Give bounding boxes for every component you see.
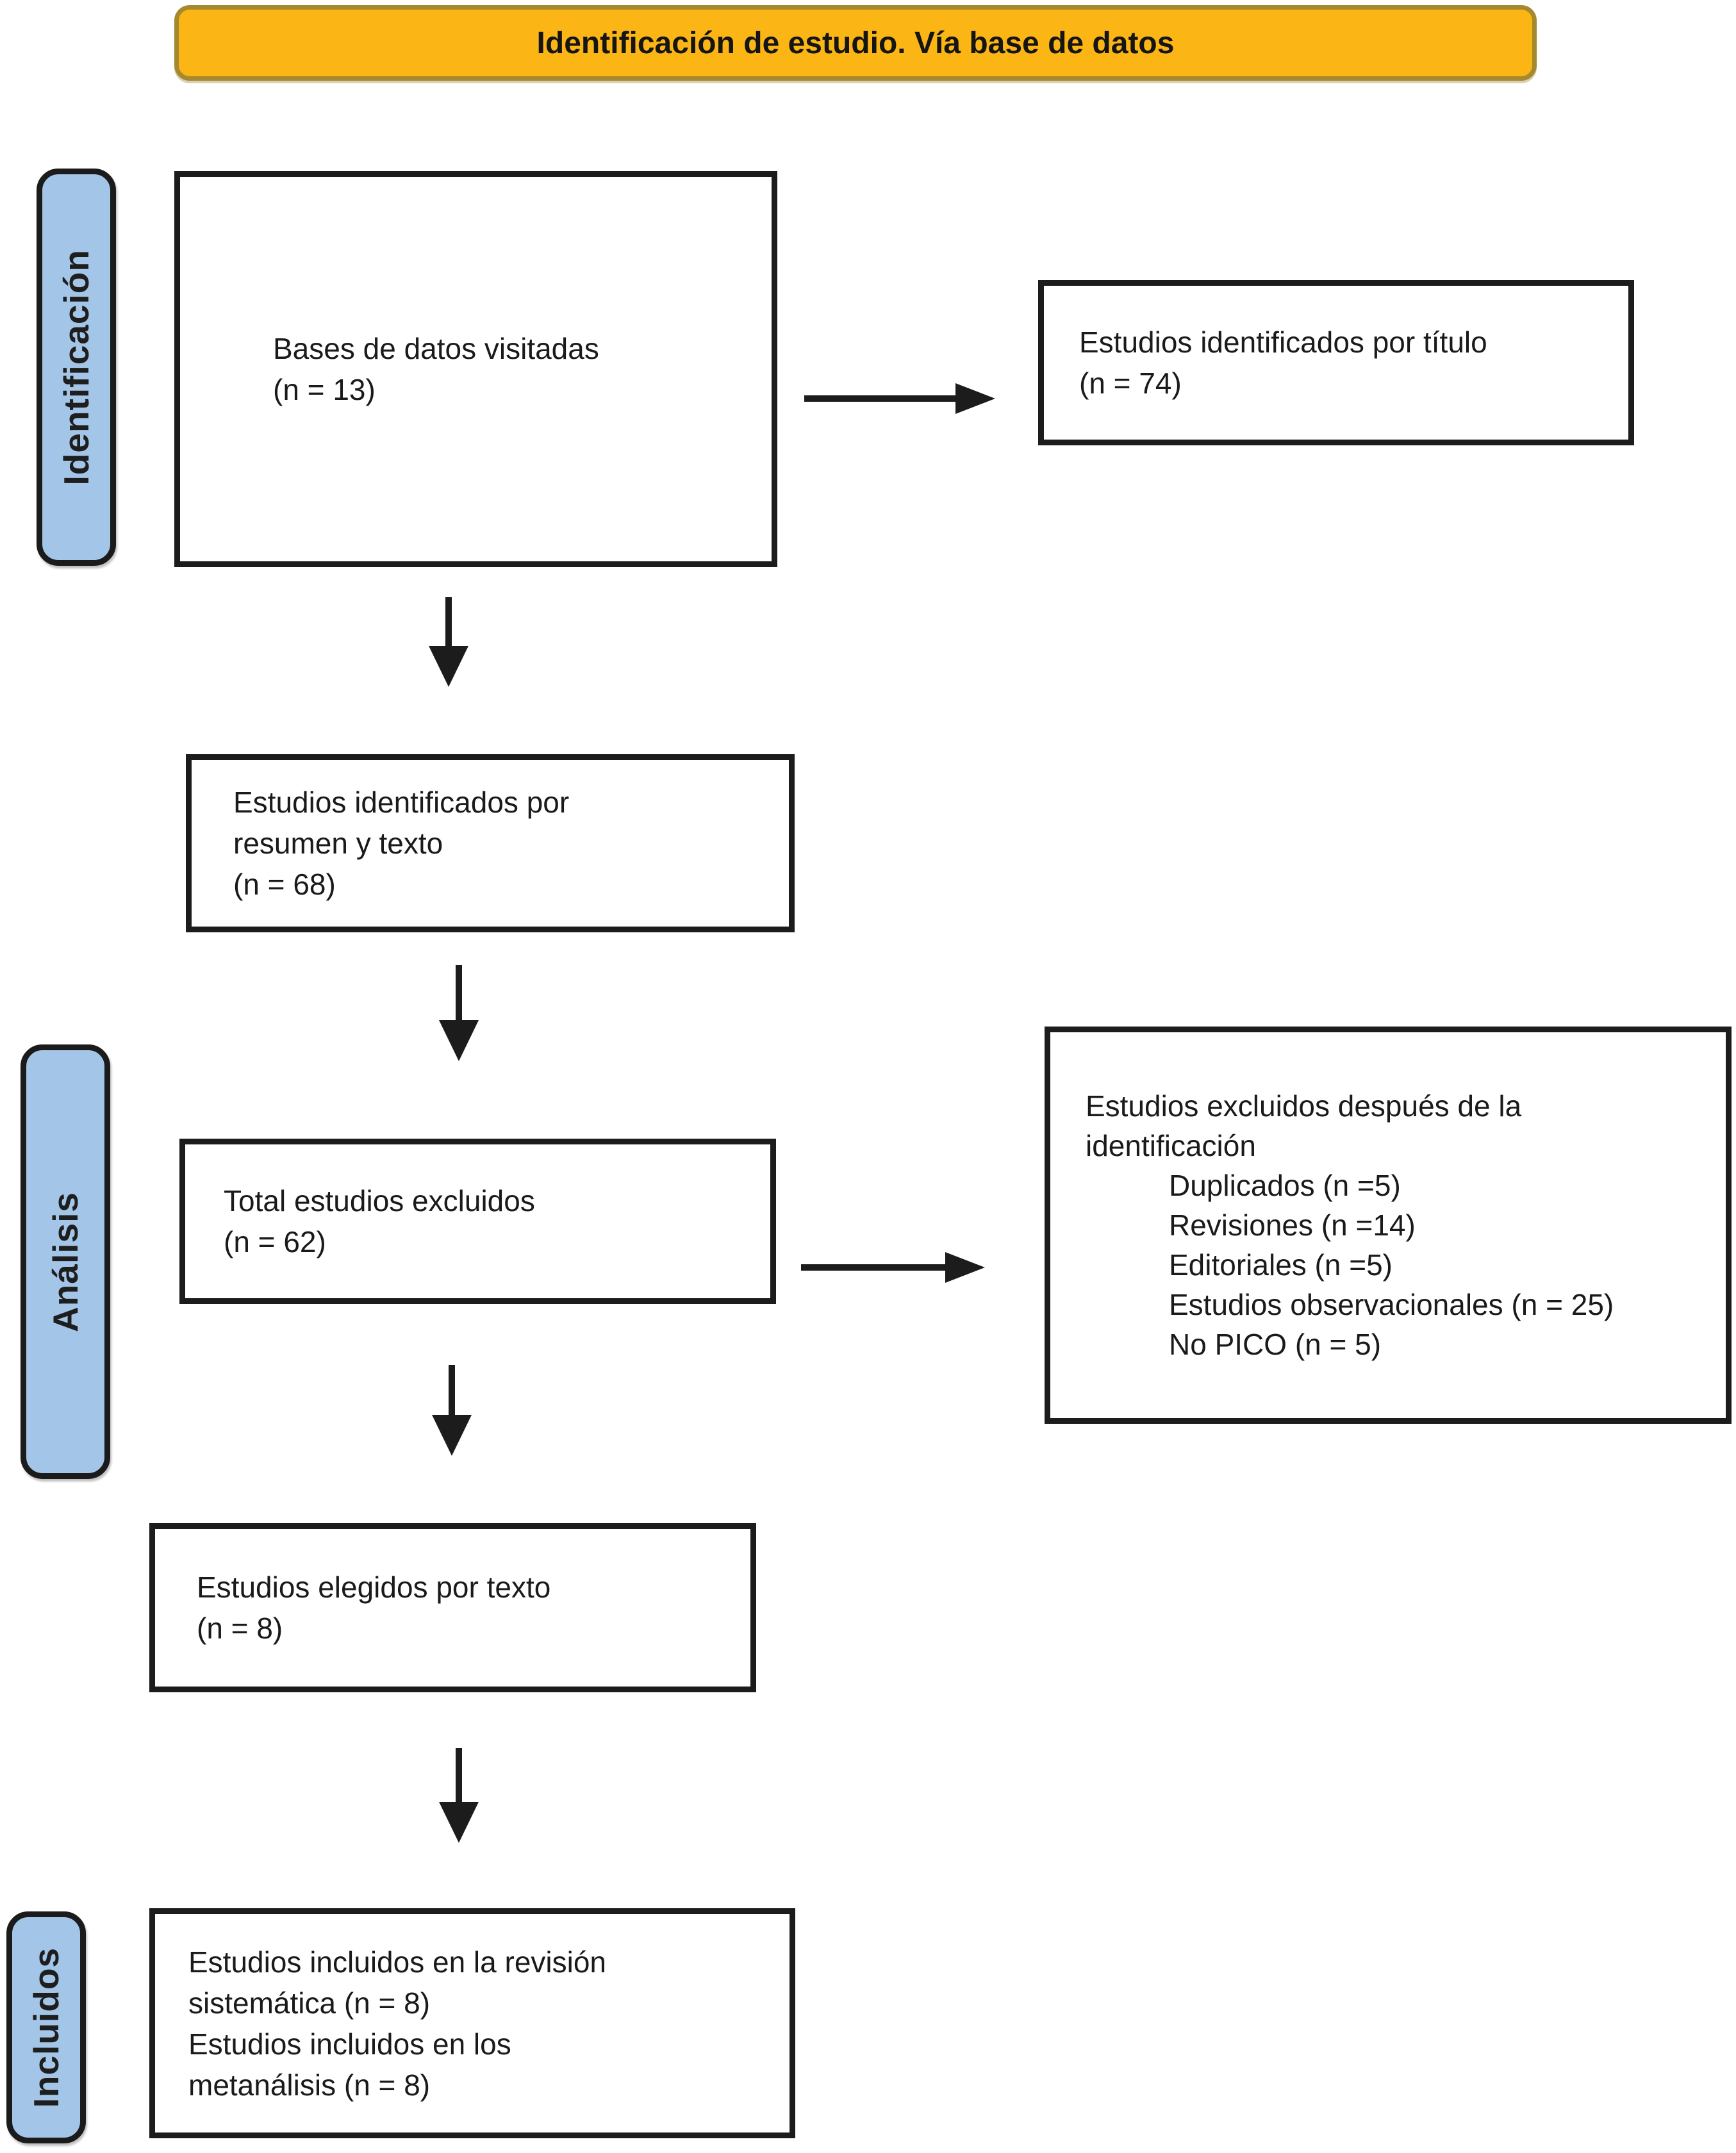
arrow-stem	[449, 1365, 455, 1415]
box-included-studies-line3: Estudios incluidos en los	[188, 2027, 511, 2061]
arrow-right-icon	[804, 383, 995, 414]
stage-tab-incluidos-label: Incluidos	[26, 1947, 66, 2108]
box-identified-by-title-line1: Estudios identificados por título	[1079, 326, 1487, 359]
arrow-down-icon	[432, 1365, 472, 1456]
box-identified-by-abstract-line2: resumen y texto	[233, 827, 443, 860]
stage-tab-identificacion-label: Identificación	[56, 249, 96, 486]
box-excluded-after-identification: Estudios excluidos después de la identif…	[1045, 1027, 1732, 1424]
box-excluded-heading-line1: Estudios excluidos después de la	[1086, 1089, 1522, 1123]
title-banner-label: Identificación de estudio. Vía base de d…	[536, 26, 1175, 60]
stage-tab-incluidos: Incluidos	[6, 1911, 86, 2143]
box-identified-by-abstract-count: (n = 68)	[233, 868, 336, 901]
box-included-studies-line1: Estudios incluidos en la revisión	[188, 1945, 607, 1979]
box-databases-visited: Bases de datos visitadas (n = 13)	[174, 171, 777, 567]
box-included-studies: Estudios incluidos en la revisión sistem…	[149, 1908, 795, 2138]
stage-tab-identificacion: Identificación	[37, 169, 116, 566]
arrow-stem	[456, 965, 462, 1020]
arrow-stem	[445, 597, 452, 646]
box-chosen-by-text-count: (n = 8)	[197, 1612, 283, 1645]
title-banner: Identificación de estudio. Vía base de d…	[174, 5, 1537, 81]
arrow-down-icon	[429, 597, 468, 687]
box-identified-by-title-count: (n = 74)	[1079, 367, 1182, 400]
box-included-studies-line2: sistemática (n = 8)	[188, 1986, 431, 2020]
arrow-head	[439, 1802, 479, 1843]
box-excluded-heading-line2: identificación	[1086, 1129, 1256, 1162]
box-excluded-item-observational: Estudios observacionales (n = 25)	[1169, 1288, 1614, 1321]
box-total-excluded-line1: Total estudios excluidos	[224, 1184, 535, 1217]
arrow-stem	[456, 1748, 462, 1802]
stage-tab-analisis: Análisis	[21, 1044, 110, 1479]
box-excluded-item-duplicates: Duplicados (n =5)	[1169, 1169, 1401, 1202]
arrow-stem	[801, 1264, 945, 1271]
box-databases-visited-line1: Bases de datos visitadas	[273, 332, 599, 365]
box-excluded-item-reviews: Revisiones (n =14)	[1169, 1208, 1416, 1242]
box-total-excluded-count: (n = 62)	[224, 1225, 326, 1258]
box-chosen-by-text-line1: Estudios elegidos por texto	[197, 1571, 551, 1604]
arrow-head	[429, 646, 468, 687]
arrow-down-icon	[439, 965, 479, 1061]
arrow-right-icon	[801, 1252, 985, 1283]
box-chosen-by-text: Estudios elegidos por texto (n = 8)	[149, 1523, 756, 1692]
box-included-studies-line4: metanálisis (n = 8)	[188, 2068, 431, 2102]
stage-tab-analisis-label: Análisis	[45, 1191, 85, 1332]
arrow-head	[945, 1252, 985, 1283]
box-identified-by-title: Estudios identificados por título (n = 7…	[1038, 280, 1634, 445]
arrow-head	[955, 383, 995, 414]
box-total-excluded: Total estudios excluidos (n = 62)	[179, 1139, 776, 1304]
arrow-stem	[804, 395, 955, 402]
arrow-head	[439, 1020, 479, 1061]
arrow-head	[432, 1415, 472, 1456]
box-identified-by-abstract: Estudios identificados por resumen y tex…	[186, 754, 795, 932]
box-identified-by-abstract-line1: Estudios identificados por	[233, 786, 570, 819]
box-excluded-item-editorials: Editoriales (n =5)	[1169, 1248, 1393, 1282]
box-databases-visited-count: (n = 13)	[273, 373, 376, 406]
arrow-down-icon	[439, 1748, 479, 1843]
box-excluded-item-no-pico: No PICO (n = 5)	[1169, 1328, 1382, 1361]
